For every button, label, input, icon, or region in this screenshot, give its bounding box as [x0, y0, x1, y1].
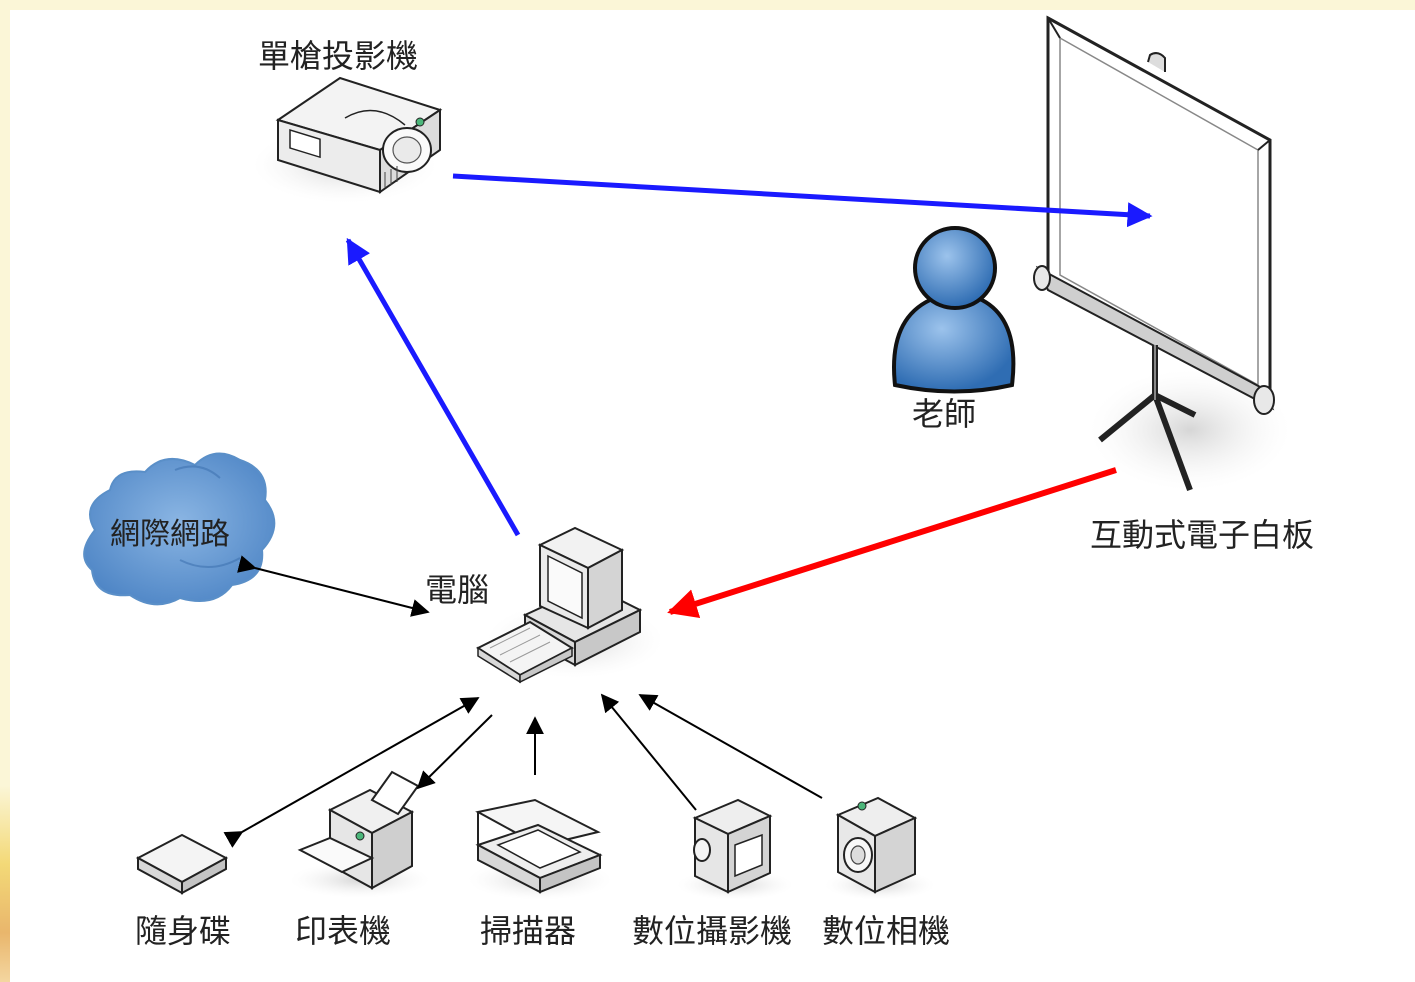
frame-left-border	[0, 0, 10, 982]
usb-label: 隨身碟	[135, 912, 232, 950]
internet-computer-arrow	[237, 555, 430, 617]
whiteboard-icon	[1033, 15, 1290, 492]
computer-to-projector-arrow	[345, 237, 521, 537]
usb-drive-icon	[135, 833, 229, 895]
printer-icon	[290, 770, 430, 898]
computer-icon	[475, 526, 663, 684]
whiteboard-to-computer-arrow	[667, 467, 1117, 619]
teacher-icon	[892, 226, 1016, 394]
computer-to-printer-arrow	[416, 714, 493, 790]
projector-icon	[253, 76, 443, 203]
camcorder-label: 數位攝影機	[632, 912, 793, 950]
projector-label: 單槍投影機	[258, 37, 419, 75]
scanner-label: 掃描器	[480, 912, 577, 950]
teacher-label: 老師	[912, 395, 977, 433]
cloud-icon	[83, 452, 276, 606]
projection-arrow	[452, 173, 1153, 228]
camcorder-icon	[677, 798, 793, 900]
camera-icon	[825, 796, 935, 900]
camera-label: 數位相機	[822, 912, 951, 950]
camcorder-to-computer-arrow	[600, 693, 697, 811]
printer-label: 印表機	[295, 912, 392, 950]
whiteboard-label: 互動式電子白板	[1090, 516, 1315, 554]
scanner-icon	[468, 798, 612, 900]
internet-label: 網際網路	[110, 517, 230, 552]
camera-to-computer-arrow	[638, 694, 823, 799]
computer-label: 電腦	[425, 571, 490, 609]
usb-computer-arrow	[223, 697, 480, 848]
frame-top-border	[0, 0, 1415, 10]
